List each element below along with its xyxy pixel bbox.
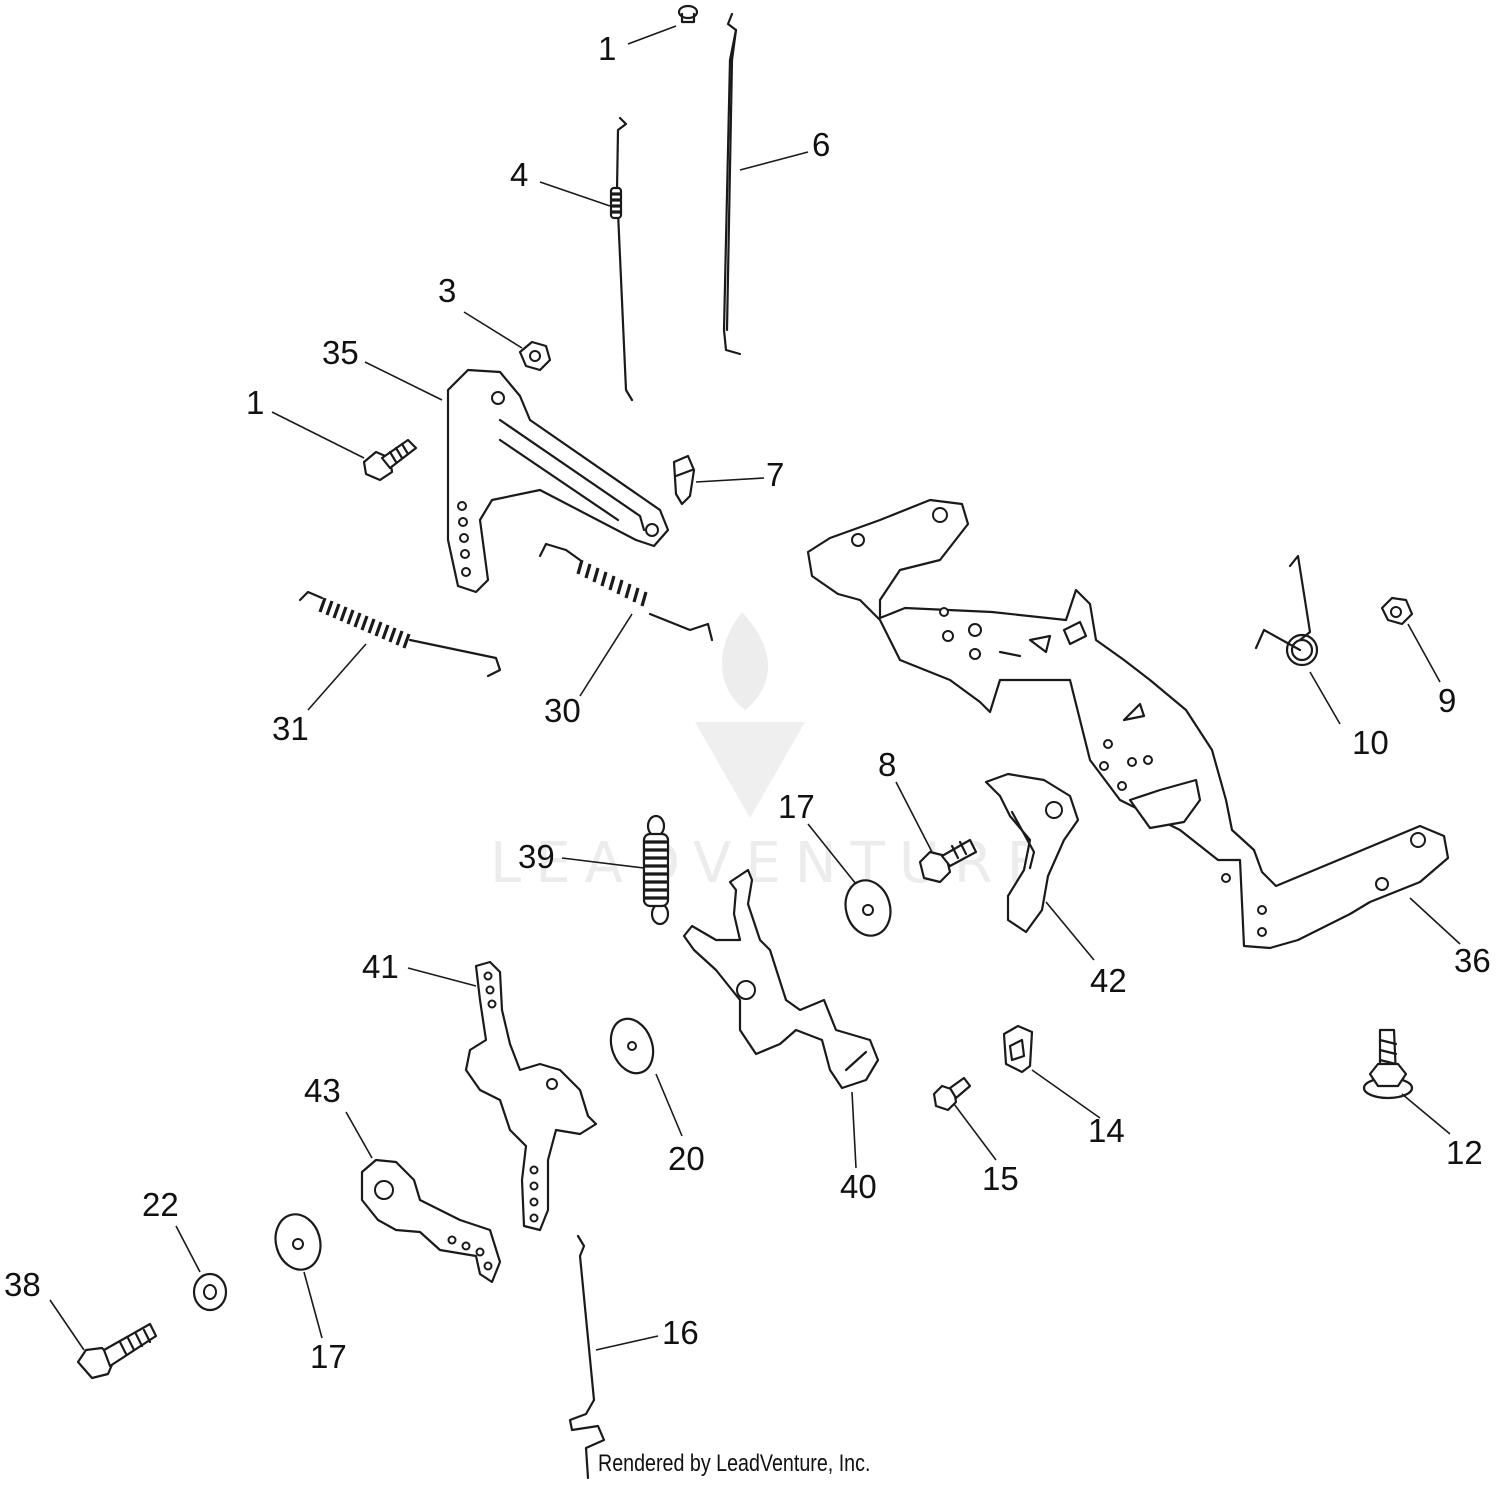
- callout-6: 6: [812, 126, 830, 163]
- callout-5: 1: [598, 30, 616, 67]
- part-22-washer: [192, 1272, 228, 1312]
- callout-12: 12: [1446, 1134, 1483, 1171]
- part-35-lever: [446, 368, 670, 594]
- part-36-bracket: [806, 498, 1450, 950]
- callout-39: 39: [518, 838, 555, 875]
- part-14-clip: [1002, 1024, 1034, 1074]
- part-16-rod: [568, 1234, 606, 1480]
- callout-36: 36: [1454, 942, 1491, 979]
- callout-16: 16: [662, 1314, 699, 1351]
- part-6-rod: [722, 12, 742, 356]
- callout-7: 7: [766, 456, 784, 493]
- callout-4: 4: [510, 156, 528, 193]
- callout-14: 14: [1088, 1112, 1125, 1149]
- leader-lines: [49, 25, 1461, 1351]
- part-30-spring: [538, 542, 714, 642]
- part-4-rod-spring: [609, 116, 634, 402]
- part-7-clip: [672, 454, 696, 506]
- callout-labels: 1 6 4 3 35 1 7 31 30 10 9 8 17 39 36 42 …: [4, 30, 1491, 1375]
- part-5-cap: [677, 4, 699, 24]
- callout-40: 40: [840, 1168, 877, 1205]
- callout-35: 35: [322, 334, 359, 371]
- callout-17-upper: 17: [778, 788, 815, 825]
- callout-3: 3: [438, 272, 456, 309]
- callout-9: 9: [1438, 682, 1456, 719]
- callout-22: 22: [142, 1186, 179, 1223]
- rendered-by-credit: Rendered by LeadVenture, Inc.: [598, 1450, 871, 1477]
- part-20-washer: [609, 1017, 655, 1075]
- part-3-nut: [518, 340, 552, 372]
- part-43-plate: [360, 1158, 502, 1284]
- part-41-bent-lever: [464, 960, 598, 1232]
- callout-8: 8: [878, 746, 896, 783]
- callout-15: 15: [982, 1160, 1019, 1197]
- part-31-spring: [298, 590, 502, 678]
- callout-31: 31: [272, 710, 309, 747]
- part-17-washer-lower: [274, 1213, 322, 1271]
- callout-43: 43: [304, 1072, 341, 1109]
- part-9-nut: [1380, 596, 1414, 626]
- part-15-bolt: [932, 1076, 972, 1112]
- part-12-bolt: [1362, 1028, 1414, 1100]
- callout-30: 30: [544, 692, 581, 729]
- part-39-spring: [642, 814, 670, 926]
- callout-41: 41: [362, 948, 399, 985]
- part-17-washer-upper: [844, 879, 892, 937]
- callout-20: 20: [668, 1140, 705, 1177]
- part-42-cam-plate: [984, 772, 1080, 934]
- callout-10: 10: [1352, 724, 1389, 761]
- part-1-bolt: [362, 438, 418, 482]
- callout-42: 42: [1090, 962, 1127, 999]
- callout-17-lower: 17: [310, 1338, 347, 1375]
- callout-1: 1: [246, 384, 264, 421]
- part-8-bolt: [918, 838, 978, 884]
- part-40-lever: [682, 868, 880, 1090]
- callout-38: 38: [4, 1266, 41, 1303]
- part-10-torsion-spring: [1254, 554, 1319, 667]
- part-38-bolt: [76, 1322, 158, 1380]
